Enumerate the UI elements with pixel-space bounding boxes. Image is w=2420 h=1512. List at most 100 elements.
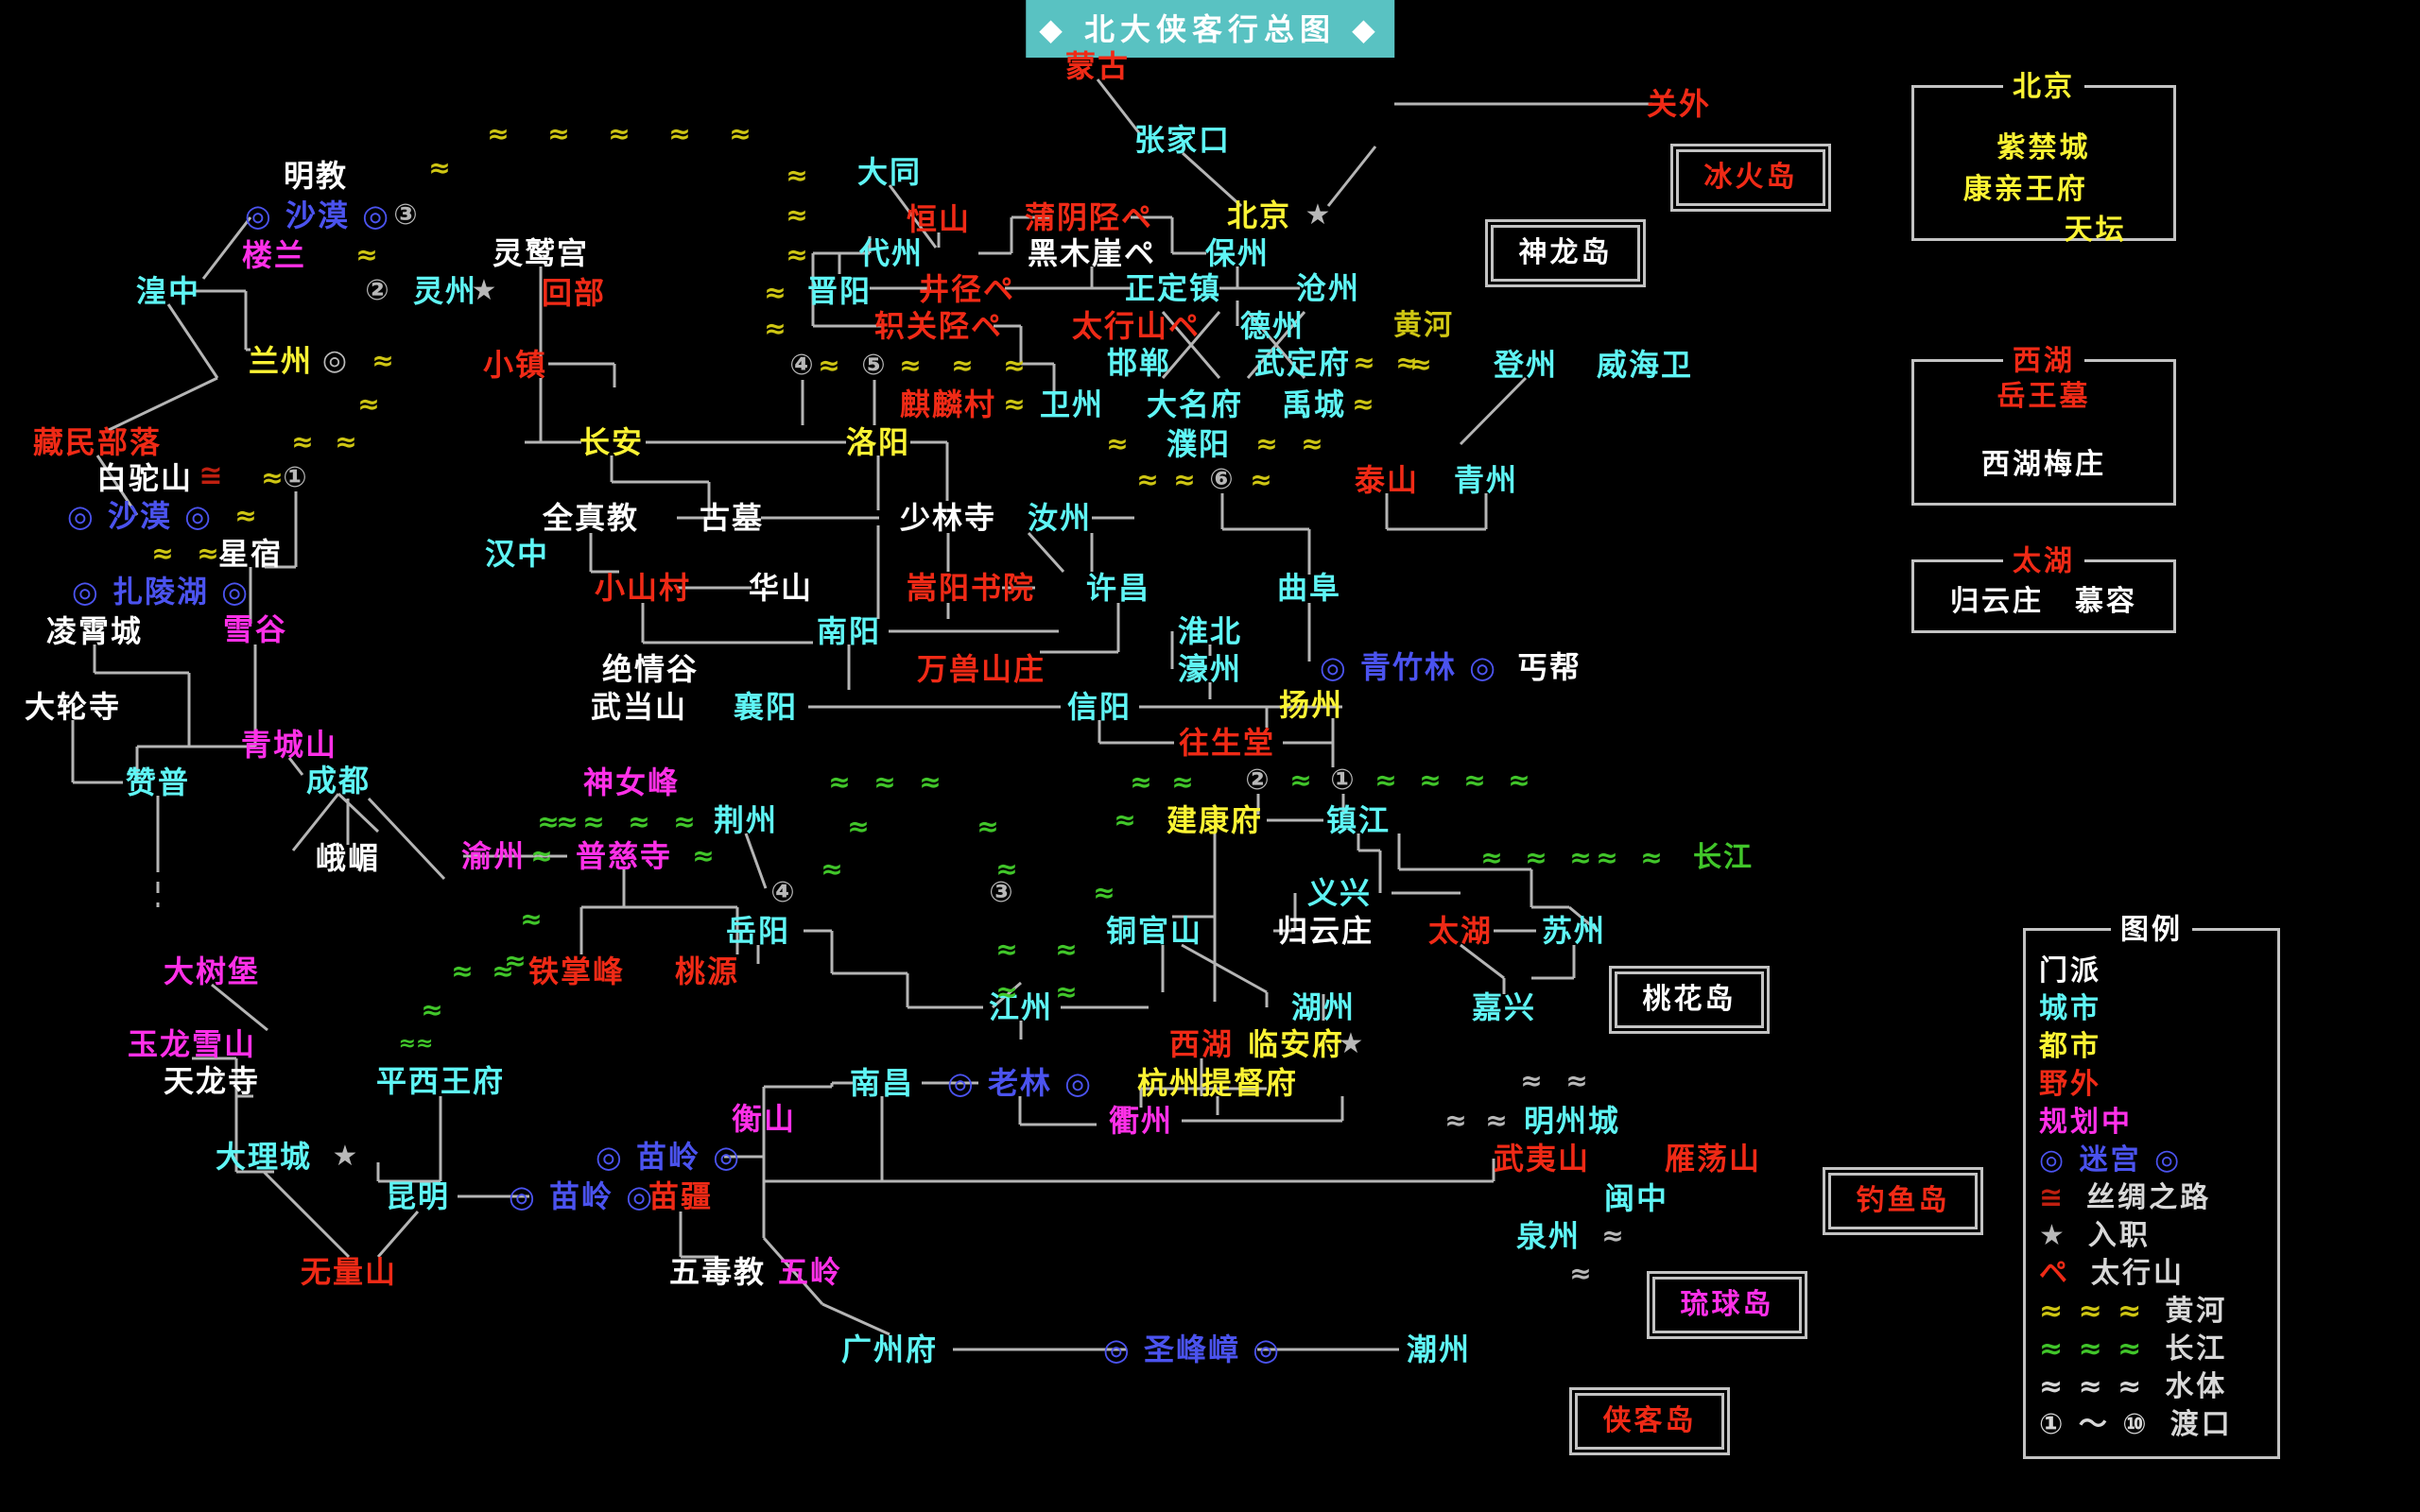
place-node-ruzhou[interactable]: 汝州	[1027, 500, 1093, 536]
place-node-xihu_linanfu_a[interactable]: 西湖	[1168, 1026, 1235, 1062]
place-node-puyinxing[interactable]: 蒲阴陉ペ	[1024, 199, 1154, 235]
place-node-shamo2[interactable]: ◎ 沙漠 ◎	[66, 498, 214, 534]
place-node-xuegu[interactable]: 雪谷	[222, 611, 288, 647]
place-node-qingzhulin[interactable]: ◎ 青竹林 ◎	[1319, 649, 1498, 685]
place-node-jiankangfu[interactable]: 建康府	[1166, 802, 1264, 838]
place-node-huangzhong[interactable]: 湟中	[135, 273, 201, 309]
place-node-ferry2b[interactable]: ②	[1245, 764, 1271, 797]
place-node-juqinggu[interactable]: 绝情谷	[601, 651, 700, 687]
place-node-quanzhenjiao[interactable]: 全真教	[542, 500, 640, 536]
place-node-songyangshuyuan[interactable]: 嵩阳书院	[906, 570, 1036, 606]
place-node-ferry3b[interactable]: ③	[989, 876, 1015, 909]
place-node-yuzhou[interactable]: 渝州	[460, 838, 527, 874]
place-node-mingjiao[interactable]: 明教	[283, 158, 349, 194]
place-node-miaoling1[interactable]: ◎ 苗岭 ◎	[595, 1139, 742, 1175]
place-node-guanwai[interactable]: 关外	[1646, 86, 1712, 122]
place-node-tiezhangfeng[interactable]: 铁掌峰	[527, 954, 626, 989]
place-node-miaojiang[interactable]: 苗疆	[648, 1178, 714, 1214]
place-node-huibu[interactable]: 回部	[541, 275, 607, 311]
place-node-yucheng[interactable]: 禹城	[1281, 387, 1347, 422]
place-node-xiaoshancun[interactable]: 小山村	[594, 570, 692, 606]
place-node-mingzhoucheng[interactable]: 明州城	[1523, 1103, 1621, 1139]
place-node-taihu[interactable]: 太湖	[1427, 913, 1494, 949]
place-node-dalunsi[interactable]: 大轮寺	[24, 689, 122, 725]
place-node-beijing_star[interactable]: ★	[1305, 198, 1333, 232]
place-node-cangzhou[interactable]: 沧州	[1295, 270, 1361, 306]
place-node-puyang[interactable]: 濮阳	[1166, 426, 1232, 462]
place-node-handan[interactable]: 邯郸	[1106, 345, 1172, 381]
place-node-lanzhou[interactable]: 兰州	[248, 343, 314, 379]
place-node-gumu[interactable]: 古墓	[699, 500, 765, 536]
place-node-yueyang[interactable]: 岳阳	[725, 913, 791, 949]
place-node-xuchang[interactable]: 许昌	[1085, 570, 1151, 606]
place-node-zangminbuluo[interactable]: 藏民部落	[32, 424, 163, 460]
place-node-laolin[interactable]: ◎ 老林 ◎	[946, 1065, 1094, 1101]
place-node-dashubao[interactable]: 大树堡	[163, 954, 261, 989]
place-node-quanzhou[interactable]: 泉州	[1515, 1218, 1582, 1254]
place-node-xiaozhen[interactable]: 小镇	[482, 347, 548, 383]
place-node-ferry4b[interactable]: ④	[770, 876, 797, 909]
place-node-dezhou[interactable]: 德州	[1239, 308, 1305, 344]
place-node-yangzhou[interactable]: 扬州	[1278, 687, 1344, 723]
place-node-changan[interactable]: 长安	[579, 424, 645, 460]
place-node-jiaxing[interactable]: 嘉兴	[1471, 989, 1537, 1025]
place-node-tianlongsi[interactable]: 天龙寺	[163, 1063, 261, 1099]
place-node-weihaiwei[interactable]: 威海卫	[1596, 347, 1694, 383]
place-node-wudangshan[interactable]: 武当山	[590, 689, 688, 725]
place-node-hangzhoutidufu[interactable]: 杭州提督府	[1136, 1065, 1299, 1101]
place-node-xingxiu[interactable]: 星宿	[217, 536, 284, 572]
place-node-baozhou[interactable]: 保州	[1204, 235, 1270, 271]
place-node-datong[interactable]: 大同	[856, 154, 923, 190]
place-node-daizhou[interactable]: 代州	[858, 235, 925, 271]
place-node-luoyang[interactable]: 洛阳	[845, 424, 911, 460]
place-node-tongguanshan[interactable]: 铜官山	[1105, 913, 1203, 949]
place-node-baituoshan[interactable]: 白驼山	[95, 460, 194, 496]
place-node-shennvfeng[interactable]: 神女峰	[582, 765, 681, 800]
place-node-zhalinghu[interactable]: ◎ 扎陵湖 ◎	[71, 574, 251, 610]
place-node-haozhou[interactable]: 濠州	[1177, 651, 1243, 687]
place-node-huashan[interactable]: 华山	[748, 570, 814, 606]
place-node-taishan[interactable]: 泰山	[1354, 462, 1420, 498]
place-node-loulan[interactable]: 楼兰	[241, 237, 307, 273]
place-node-jiangzhou[interactable]: 江州	[988, 989, 1054, 1025]
place-node-linan_star[interactable]: ★	[1338, 1027, 1366, 1060]
place-node-qilincun[interactable]: 麒麟村	[899, 387, 997, 422]
place-node-silkroad1[interactable]: ≅	[199, 459, 225, 492]
place-node-huaibei[interactable]: 淮北	[1177, 613, 1243, 649]
place-node-wuliangshan[interactable]: 无量山	[300, 1254, 398, 1290]
place-node-zhiguanxing[interactable]: 轵关陉ペ	[873, 308, 1004, 344]
place-node-miaoling2[interactable]: ◎ 苗岭 ◎	[508, 1178, 655, 1214]
place-node-guiyunzhuang[interactable]: 归云庄	[1276, 913, 1374, 949]
place-node-wuyishan[interactable]: 武夷山	[1493, 1141, 1591, 1177]
place-node-xiangyang[interactable]: 襄阳	[733, 689, 799, 725]
place-node-hengshan_n[interactable]: 恒山	[906, 201, 972, 237]
place-node-yandangshan[interactable]: 雁荡山	[1664, 1141, 1762, 1177]
place-node-zhengdingzhen[interactable]: 正定镇	[1124, 270, 1222, 306]
place-node-gaibang[interactable]: 丐帮	[1516, 649, 1582, 685]
place-node-kunming[interactable]: 昆明	[385, 1178, 451, 1214]
place-node-changjiang_lbl[interactable]: 长江	[1693, 841, 1754, 874]
place-node-yixing[interactable]: 义兴	[1306, 875, 1373, 911]
place-node-ferry3[interactable]: ③	[393, 198, 420, 232]
place-node-emei[interactable]: 峨嵋	[315, 840, 381, 876]
place-node-dali_star[interactable]: ★	[332, 1140, 360, 1173]
place-node-wudingfu[interactable]: 武定府	[1253, 345, 1352, 381]
place-node-wudujiao[interactable]: 五毒教	[668, 1254, 767, 1290]
place-node-zhenjiang[interactable]: 镇江	[1325, 802, 1392, 838]
place-node-ferry2[interactable]: ②	[365, 274, 391, 307]
place-node-yulongxueshan[interactable]: 玉龙雪山	[127, 1026, 257, 1062]
place-node-weizhou[interactable]: 卫州	[1039, 387, 1105, 422]
place-node-jinyang[interactable]: 晋阳	[806, 273, 873, 309]
place-node-guangzhoufu[interactable]: 广州府	[840, 1332, 939, 1367]
place-node-damingfu[interactable]: 大名府	[1146, 387, 1244, 422]
place-node-ferry1[interactable]: ①	[283, 461, 309, 494]
place-node-qingzhou[interactable]: 青州	[1453, 462, 1519, 498]
place-node-wangshengtang[interactable]: 往生堂	[1178, 725, 1276, 761]
place-node-nanyang[interactable]: 南阳	[816, 613, 882, 649]
place-node-ferry5[interactable]: ⑤	[861, 349, 888, 382]
place-node-beijing[interactable]: 北京	[1226, 198, 1292, 233]
place-node-menggu[interactable]: 蒙古	[1064, 48, 1131, 84]
place-node-huzhou[interactable]: 湖州	[1290, 989, 1357, 1025]
place-node-taoyuan[interactable]: 桃源	[674, 954, 740, 989]
place-node-suzhou[interactable]: 苏州	[1541, 913, 1607, 949]
